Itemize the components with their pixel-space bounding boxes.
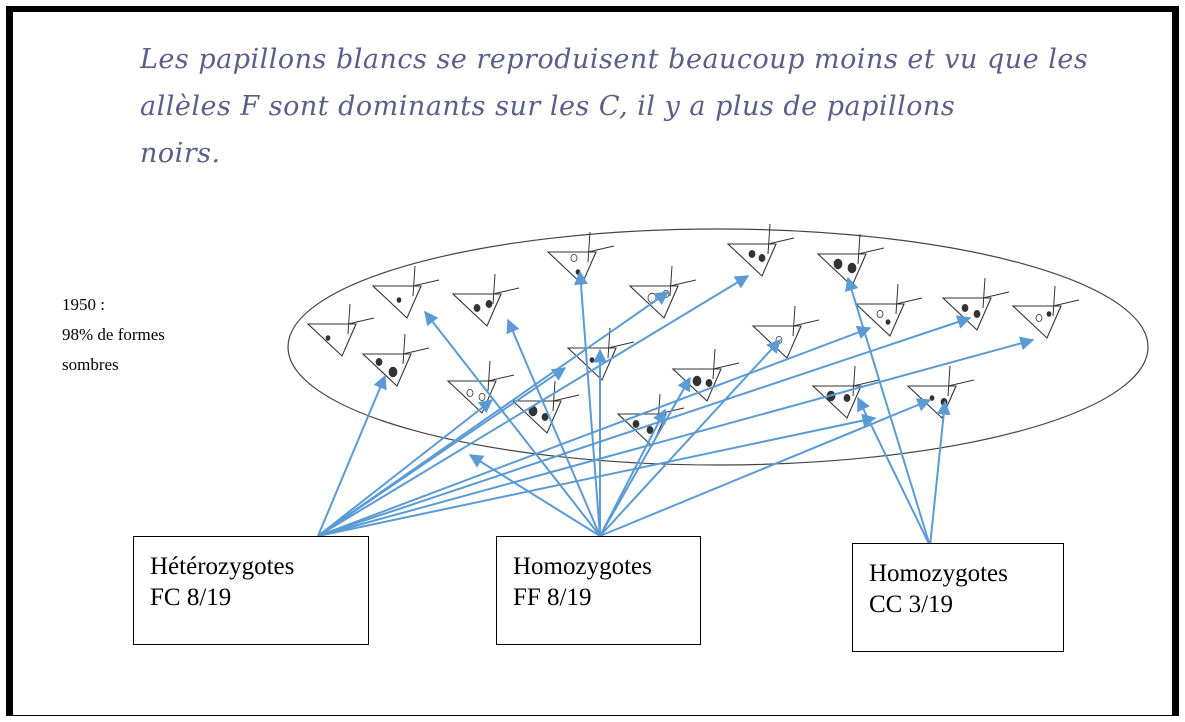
genotype-value: FC 8/19 [150,584,232,611]
handwritten-line-2: allèles F sont dominants sur les C, il y… [140,91,956,122]
genotype-arrow [317,374,387,537]
handwritten-line-1: Les papillons blancs se reproduisent bea… [140,44,1089,75]
moth-sketch [361,333,430,387]
population-ellipse [287,228,1149,466]
population-percentage: 98% de formes [62,325,165,344]
population-year: 1950 : [62,295,105,314]
genotype-arrow [599,398,932,537]
moth-sketch [906,365,975,419]
genotype-value: FF 8/19 [513,584,592,611]
genotype-arrow [844,276,931,547]
genotype-arrow [857,396,931,547]
genotype-box-heterozygous: Hétérozygotes FC 8/19 [133,536,369,645]
genotype-arrow [599,338,781,537]
moth-sketch [511,380,580,434]
genotype-label: Homozygotes [513,553,652,580]
moth-sketch [941,277,1010,331]
genotype-box-homozygous-ff: Homozygotes FF 8/19 [496,536,701,645]
arrow-group [317,270,1035,547]
moth-sketch [628,265,697,319]
genotype-arrow [424,310,601,537]
genotype-box-homozygous-cc: Homozygotes CC 3/19 [852,543,1064,652]
genotype-arrow [317,325,872,537]
moth-sketch [451,273,520,327]
genotype-value: CC 3/19 [869,591,954,618]
moth-sketch [854,283,923,337]
population-note: 1950 : 98% de formes sombres [62,290,165,380]
genotype-arrow [317,291,670,537]
genotype-arrow [506,318,601,537]
genotype-label: Homozygotes [869,560,1008,587]
genotype-arrow [929,400,951,547]
handwritten-text: Les papillons blancs se reproduisent bea… [140,36,1089,177]
genotype-arrow [599,376,691,537]
moth-sketch [371,265,440,319]
genotype-arrow [317,315,972,537]
genotype-arrow [317,399,494,537]
moth-sketch [726,223,795,277]
moth-sketch [671,348,740,402]
genotype-arrow [573,270,601,537]
moth-sketch [816,233,885,287]
handwritten-line-3: noirs. [140,138,221,169]
genotype-arrow [317,275,750,537]
genotype-arrow [317,336,1035,537]
moth-sketch [306,303,375,357]
moth-sketch [446,360,515,414]
moth-group [306,223,1080,447]
genotype-label: Hétérozygotes [150,553,295,580]
population-descriptor: sombres [62,355,119,374]
moth-sketch [1011,285,1080,339]
genotype-arrow [468,454,601,537]
